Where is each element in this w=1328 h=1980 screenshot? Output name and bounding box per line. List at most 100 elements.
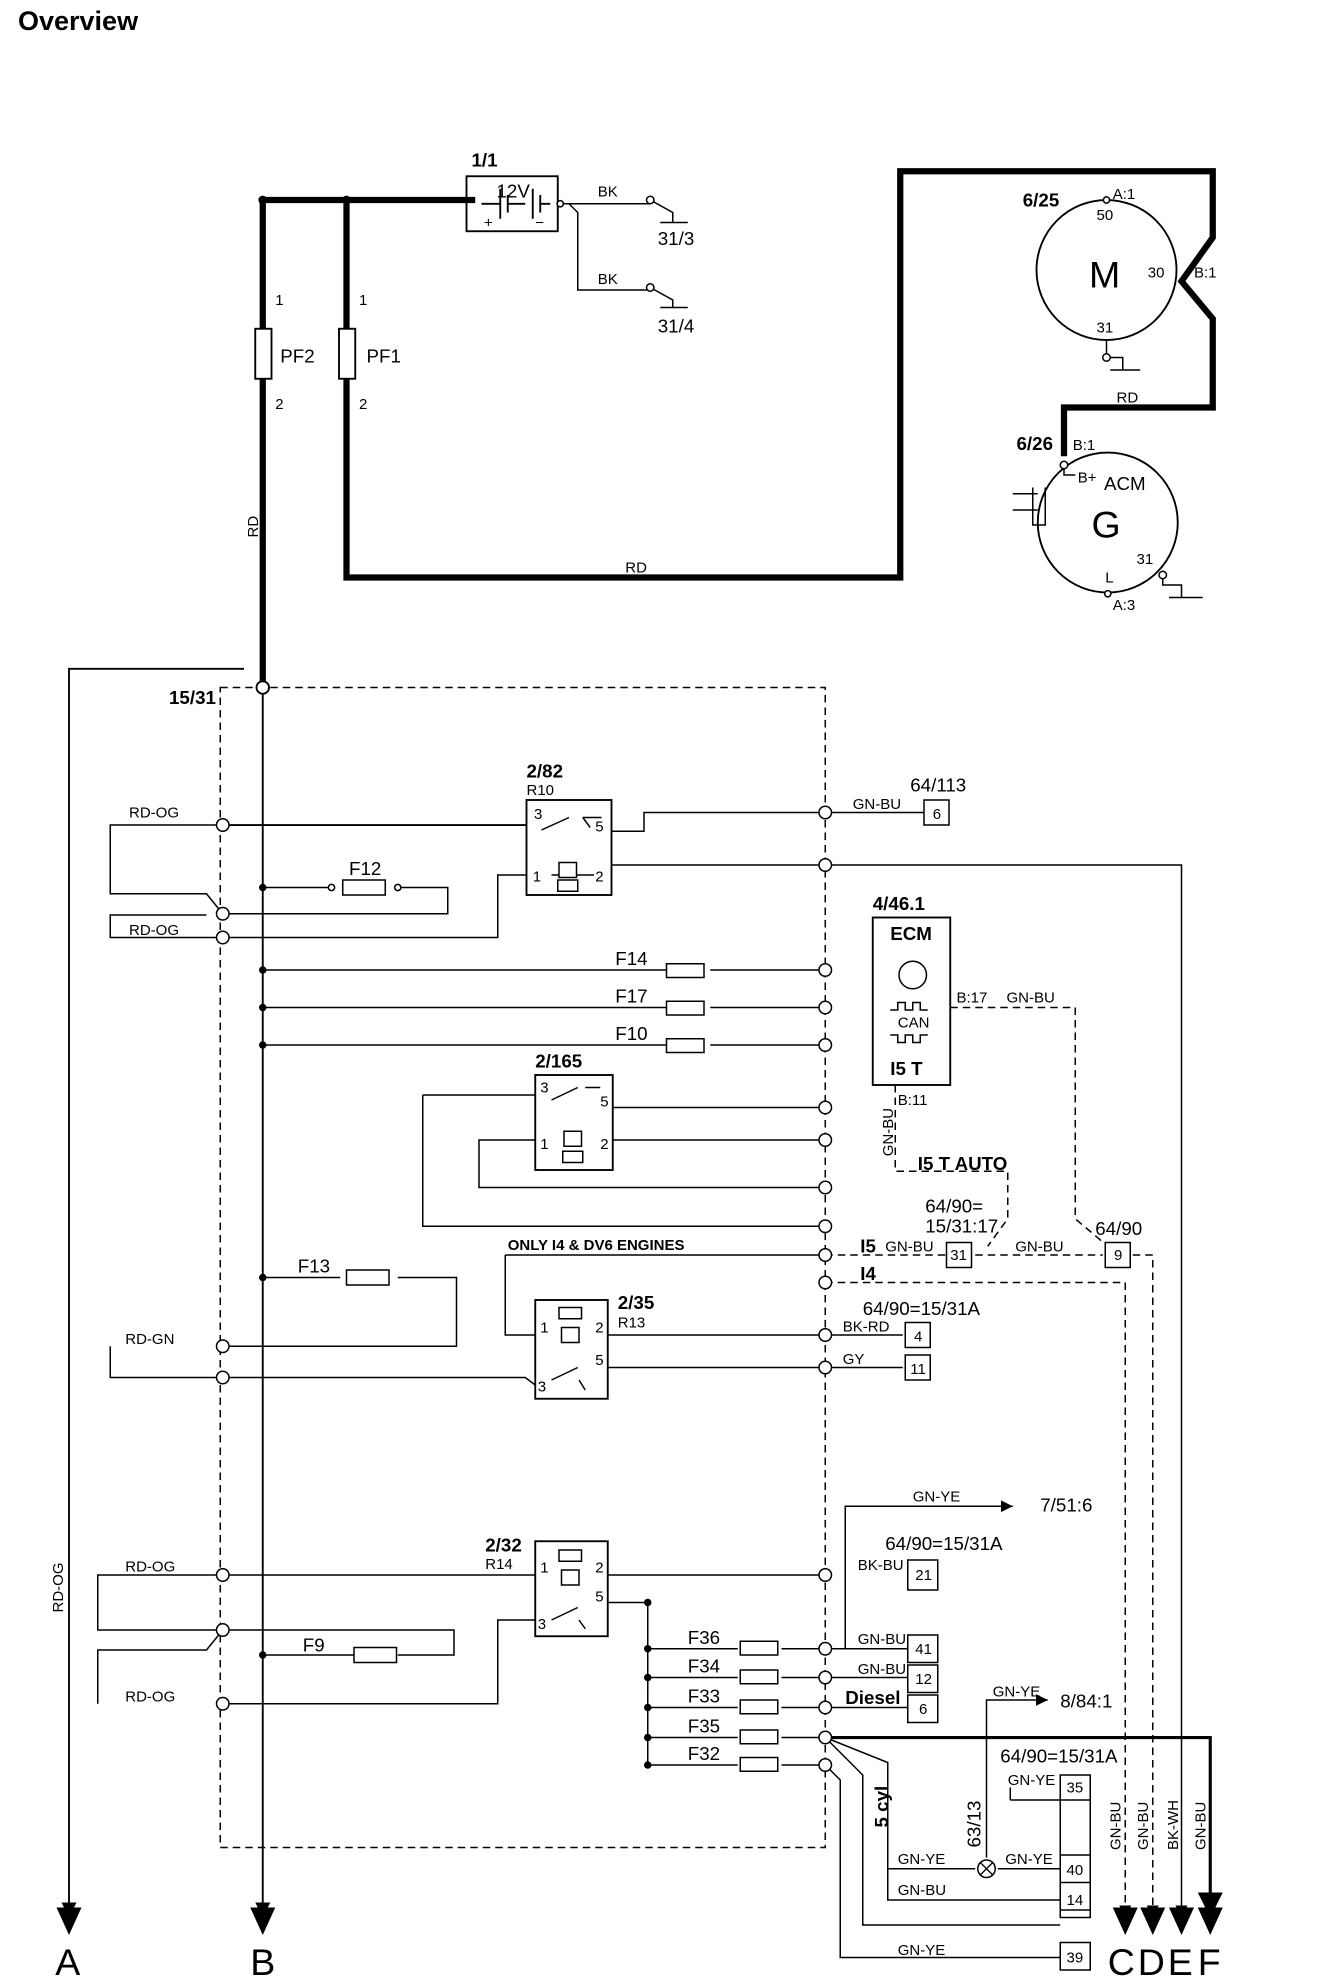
wire-rd-og-2: RD-OG <box>129 922 179 939</box>
output-c: C <box>1108 1941 1135 1980</box>
relay-2-32-p2: 2 <box>595 1560 603 1577</box>
wire-rd-og-a: RD-OG <box>50 1563 67 1613</box>
fuse-f13-label: F13 <box>298 1256 330 1277</box>
relay-2-32-ref: 2/32 <box>485 1534 522 1555</box>
relay-2-165-p1: 1 <box>540 1136 548 1153</box>
fuse-f34 <box>739 1669 779 1685</box>
wire-gn-bu-113: GN-BU <box>853 796 901 813</box>
relay-2-82-p5: 5 <box>595 818 603 835</box>
battery-plus: + <box>484 215 493 232</box>
fuse-f35 <box>739 1729 779 1745</box>
fusebox-ref: 15/31 <box>169 687 216 708</box>
fuse-f33 <box>739 1699 779 1715</box>
wire-gn-ye-884: GN-YE <box>993 1683 1041 1700</box>
relay-2-32-p3: 3 <box>538 1616 546 1633</box>
relay-2-82-ref: 2/82 <box>527 761 564 782</box>
fuse-pf1 <box>338 327 357 380</box>
wire-rd-bottom: RD <box>625 560 647 577</box>
relay-2-32-sub: R14 <box>485 1556 513 1573</box>
fuse-f32 <box>739 1756 779 1772</box>
alternator-pa3: A:3 <box>1113 597 1136 614</box>
wire-gn-bu-i5: GN-BU <box>885 1238 933 1255</box>
wire-bk-wh-e: BK-WH <box>1165 1800 1182 1850</box>
ecm-can: CAN <box>898 1015 930 1032</box>
ecm-ref: 4/46.1 <box>873 893 925 914</box>
relay-2-35 <box>534 1299 609 1400</box>
starter-p31: 31 <box>1097 320 1114 337</box>
conn-64-90-b-pin6: 6 <box>919 1701 927 1718</box>
battery-ref: 1/1 <box>472 149 498 170</box>
pf2-pin-out: 2 <box>275 396 283 413</box>
output-f: F <box>1198 1941 1221 1980</box>
fuse-f12-label: F12 <box>349 858 381 879</box>
wire-gn-ye-751: GN-YE <box>913 1488 961 1505</box>
fuse-f10-label: F10 <box>615 1023 647 1044</box>
wire-gn-ye-35: GN-YE <box>1008 1772 1056 1789</box>
relay-2-165-p3: 3 <box>540 1080 548 1097</box>
fuse-f17 <box>665 1000 705 1016</box>
conn-64-90-c-pin14: 14 <box>1067 1892 1084 1909</box>
wire-rd-og-4: RD-OG <box>125 1688 175 1705</box>
starter-symbol: M <box>1089 254 1120 296</box>
ecm-pin-b17: B:17 <box>957 990 988 1007</box>
wire-bk-rd: BK-RD <box>843 1318 890 1335</box>
alternator-bplus: B+ <box>1078 470 1097 487</box>
conn-64-113-pin: 6 <box>933 806 941 823</box>
ecm-variant: I5 T <box>890 1058 923 1079</box>
conn-64-90-c-pin39: 39 <box>1067 1950 1084 1967</box>
relay-2-165-p2: 2 <box>600 1136 608 1153</box>
wire-bk-1: BK <box>598 183 618 200</box>
note-5cyl: 5 cyl <box>871 1786 892 1828</box>
ground-31-4: 31/4 <box>658 316 695 337</box>
relay-2-35-ref: 2/35 <box>618 1292 655 1313</box>
fuse-f32-label: F32 <box>688 1743 720 1764</box>
conn-64-90-a-pin4: 4 <box>914 1328 922 1345</box>
alternator-pl: L <box>1105 570 1113 587</box>
note-diesel: Diesel <box>845 1687 900 1708</box>
starter-pa1: A:1 <box>1113 186 1136 203</box>
fuse-f10 <box>665 1038 705 1054</box>
starter-ref: 6/25 <box>1023 189 1060 210</box>
output-arrows <box>56 1907 1223 1935</box>
relay-2-35-p1: 1 <box>540 1320 548 1337</box>
relay-2-165-ref: 2/165 <box>535 1051 582 1072</box>
fuse-box-15-31 <box>97 680 1223 1971</box>
fuse-f9 <box>353 1646 398 1664</box>
starter-p30: 30 <box>1148 265 1165 282</box>
page-title: Overview <box>18 6 139 36</box>
fuse-f12 <box>342 879 387 896</box>
conn-64-90-a-ref: 64/90=15/31A <box>863 1298 981 1319</box>
fuse-f17-label: F17 <box>615 986 647 1007</box>
relay-2-35-sub: R13 <box>618 1315 646 1332</box>
fuse-f35-label: F35 <box>688 1716 720 1737</box>
relay-2-82-p3: 3 <box>534 806 542 823</box>
relay-2-32-p1: 1 <box>540 1560 548 1577</box>
power-supply-section <box>61 168 1216 1918</box>
relay-2-32-p5: 5 <box>595 1588 603 1605</box>
starter-pb1: B:1 <box>1194 265 1217 282</box>
wire-gn-bu-d: GN-BU <box>1135 1802 1152 1850</box>
fuse-f33-label: F33 <box>688 1686 720 1707</box>
conn-64-90-c-pin35: 35 <box>1067 1780 1084 1797</box>
fuse-f9-label: F9 <box>303 1634 325 1655</box>
conn-64-90-i5-pin: 31 <box>950 1247 967 1264</box>
wire-gn-ye-39: GN-YE <box>898 1942 946 1959</box>
relay-2-82-p1: 1 <box>533 868 541 885</box>
relay-2-35-p5: 5 <box>595 1352 603 1369</box>
pf2-pin-in: 1 <box>275 292 283 309</box>
conn-64-90-9-ref: 64/90 <box>1095 1218 1142 1239</box>
fuse-f36 <box>739 1640 779 1656</box>
ground-31-3: 31/3 <box>658 228 695 249</box>
wire-gn-bu-41: GN-BU <box>858 1631 906 1648</box>
bus-junctions <box>259 883 652 1769</box>
relay-2-82-sub: R10 <box>527 782 555 799</box>
wire-rd-vertical: RD <box>245 516 262 538</box>
wire-gn-bu-14: GN-BU <box>898 1882 946 1899</box>
note-i5: I5 <box>860 1236 876 1257</box>
alternator-p31: 31 <box>1137 551 1154 568</box>
battery-minus: − <box>535 215 544 232</box>
relay-2-82 <box>525 799 613 896</box>
conn-64-90-b-pin21: 21 <box>915 1567 932 1584</box>
conn-64-113-ref: 64/113 <box>910 774 966 795</box>
wire-gn-ye-b: GN-YE <box>1005 1851 1053 1868</box>
